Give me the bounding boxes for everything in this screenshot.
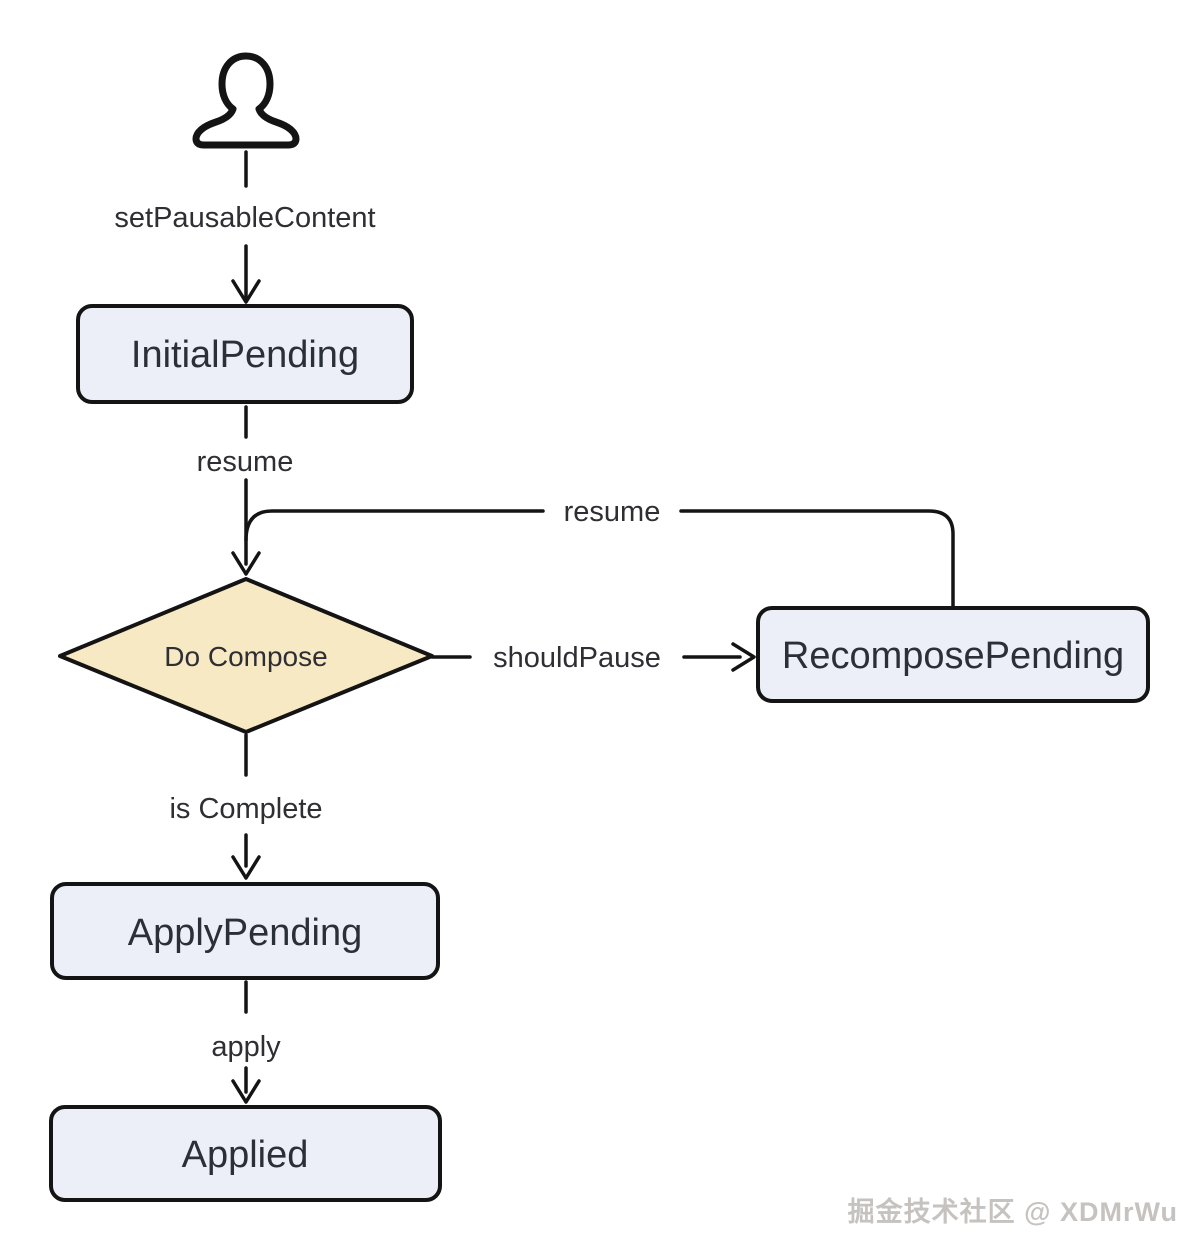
node-label-initial-pending: InitialPending (131, 334, 359, 376)
node-applied: Applied (49, 1105, 442, 1202)
edge-label-resume: resume (197, 446, 294, 478)
edge-do-compose-to-recompose-pending (430, 642, 756, 672)
edge-recompose-pending-to-do-compose (244, 509, 955, 609)
edge-label-resume-feedback: resume (564, 496, 661, 528)
edge-label-should-pause: shouldPause (493, 642, 661, 674)
edge-user-to-initial-pending (231, 150, 261, 304)
edge-initial-pending-to-do-compose (231, 405, 261, 576)
edge-label-is-complete: is Complete (169, 793, 322, 825)
edge-label-apply: apply (211, 1031, 281, 1063)
arrowhead-down-icon (231, 279, 261, 304)
watermark: 掘金技术社区 @ XDMrWu (847, 1197, 1178, 1227)
node-label-applied: Applied (182, 1134, 309, 1176)
node-do-compose: Do Compose (58, 577, 434, 734)
node-label-apply-pending: ApplyPending (128, 912, 363, 954)
node-label-recompose-pending: RecomposePending (782, 635, 1124, 677)
node-apply-pending: ApplyPending (50, 882, 440, 980)
node-recompose-pending: RecomposePending (756, 606, 1150, 703)
arrowhead-down-icon (231, 551, 261, 576)
node-initial-pending: InitialPending (76, 304, 414, 404)
arrowhead-down-icon (231, 1079, 261, 1104)
arrowhead-down-icon (231, 855, 261, 880)
edge-label-set-pausable-content: setPausableContent (114, 202, 375, 234)
node-label-do-compose: Do Compose (164, 641, 327, 672)
edge-do-compose-to-apply-pending (231, 733, 261, 880)
edge-apply-pending-to-applied (231, 980, 261, 1104)
arrowhead-right-icon (731, 642, 756, 672)
user-icon (192, 52, 300, 149)
